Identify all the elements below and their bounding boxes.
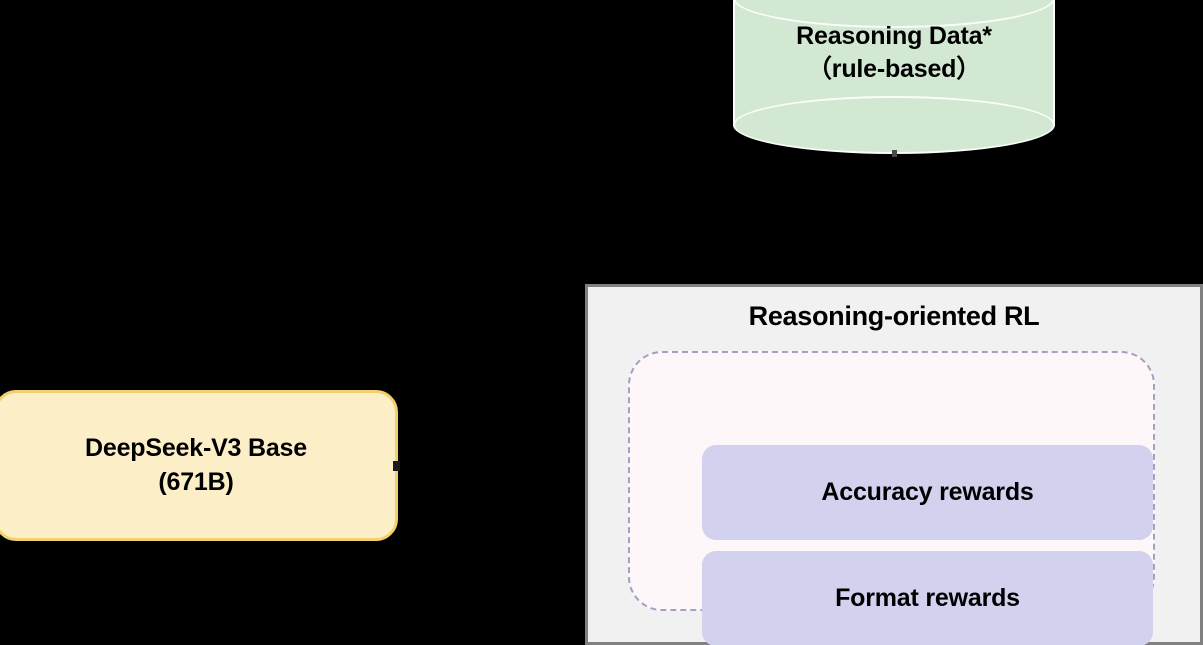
format-rewards-chip[interactable]: Format rewards	[702, 551, 1153, 645]
reasoning-data-subtitle: （rule-based）	[806, 55, 982, 83]
reasoning-data-label: Reasoning Data* （rule-based）	[733, 20, 1055, 86]
base-model-arrow-stub-icon	[393, 461, 400, 471]
accuracy-rewards-label: Accuracy rewards	[821, 478, 1034, 506]
format-rewards-label: Format rewards	[835, 584, 1020, 612]
cylinder-arrow-stub-icon	[892, 150, 897, 157]
deepseek-v3-base-box[interactable]: DeepSeek-V3 Base (671B)	[0, 390, 398, 541]
cylinder-bottom-ellipse	[733, 96, 1055, 154]
reasoning-data-title: Reasoning Data*	[796, 22, 992, 50]
accuracy-rewards-chip[interactable]: Accuracy rewards	[702, 445, 1153, 540]
rl-panel-title: Reasoning-oriented RL	[748, 301, 1040, 331]
rewards-dashed-container: Accuracy rewards Format rewards	[628, 351, 1155, 645]
base-model-label: DeepSeek-V3 Base (671B)	[85, 432, 307, 499]
reasoning-oriented-rl-panel[interactable]: Reasoning-oriented RL Accuracy rewards F…	[585, 284, 1203, 645]
base-model-title: DeepSeek-V3 Base	[85, 434, 307, 462]
reasoning-data-cylinder[interactable]: Reasoning Data* （rule-based）	[733, 0, 1055, 156]
base-model-subtitle: (671B)	[158, 467, 234, 496]
